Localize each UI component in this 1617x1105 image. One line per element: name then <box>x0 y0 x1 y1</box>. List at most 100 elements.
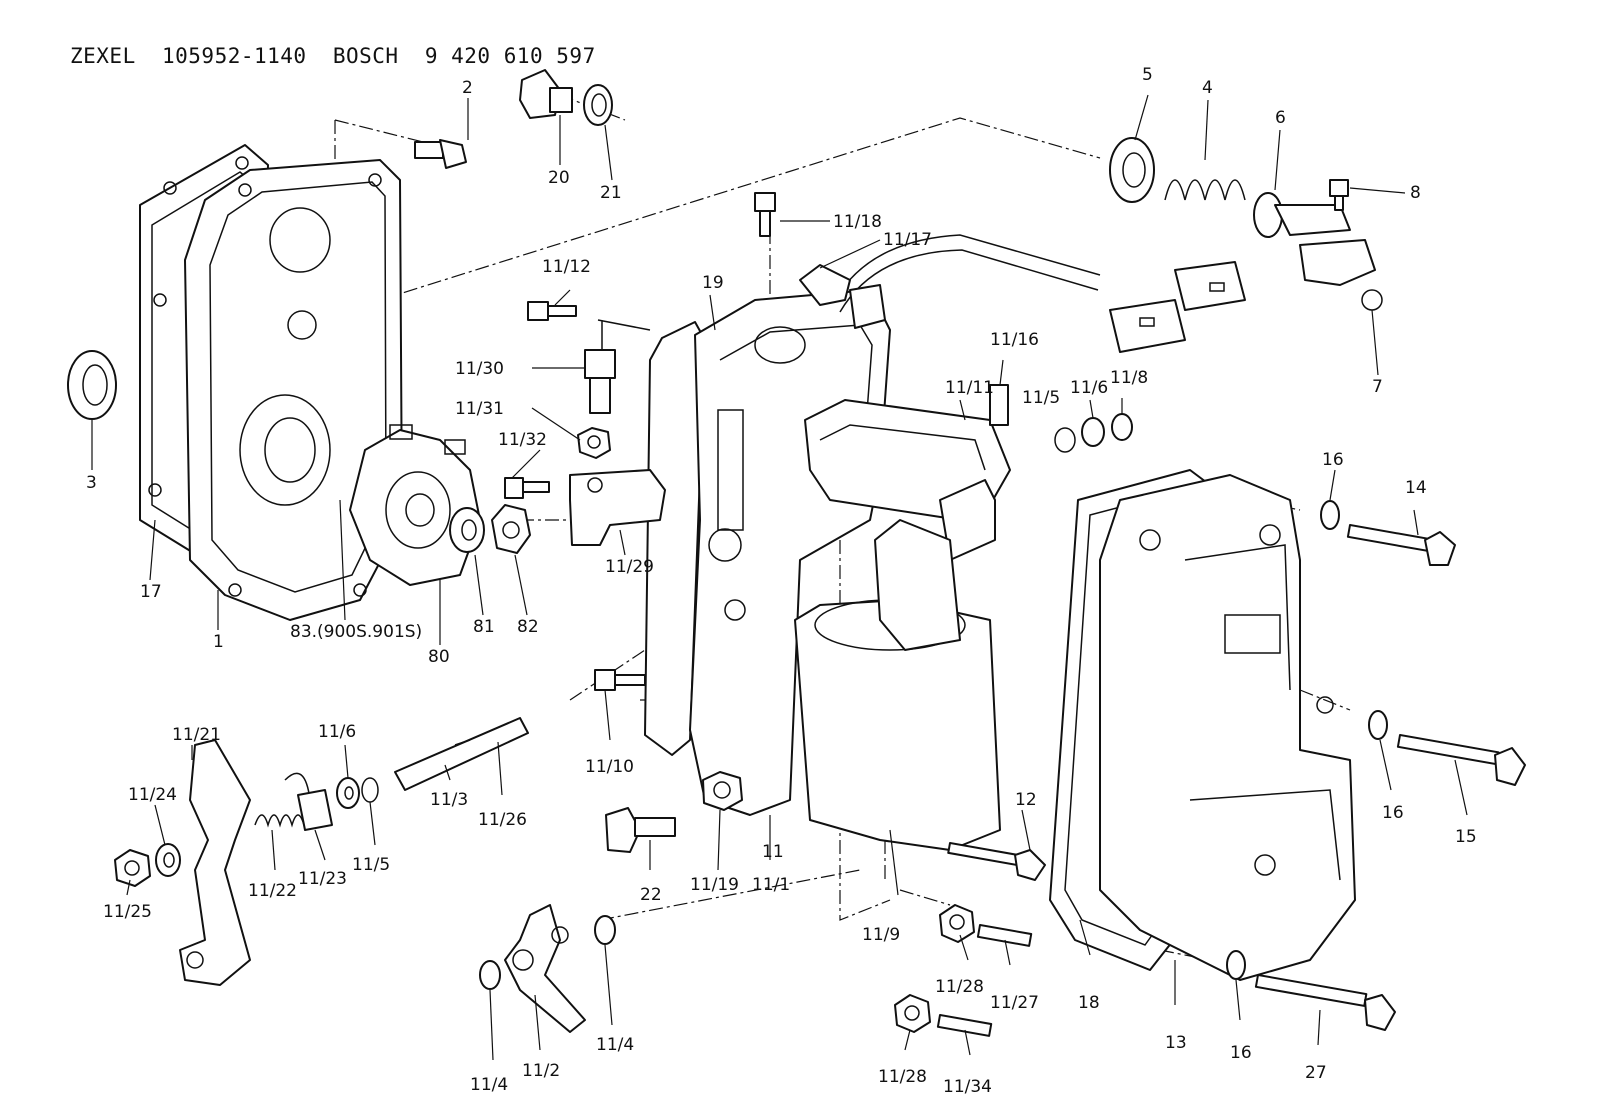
label-11-32: 11/32 <box>498 430 547 450</box>
part-4-spring <box>1164 179 1246 201</box>
part-11-24-washer <box>155 843 181 877</box>
part-27-bolt <box>1254 973 1396 1031</box>
label-11-11: 11/11 <box>945 378 994 398</box>
part-3-seal <box>67 350 117 420</box>
label-11-24: 11/24 <box>128 785 177 805</box>
part-11-32-screw <box>504 477 550 499</box>
part-11-5-oring-left <box>361 777 379 803</box>
label-18: 18 <box>1078 993 1100 1013</box>
part-19-gasket <box>644 321 706 756</box>
part-7-sensor <box>1299 239 1383 311</box>
label-11-23: 11/23 <box>298 869 347 889</box>
part-11-4-washer-left <box>479 960 501 990</box>
callout-labels: 2 20 21 5 4 6 8 7 3 17 1 83.(900S.901S) … <box>86 65 1477 1097</box>
label-11-6-left: 11/6 <box>318 722 356 742</box>
label-11-34: 11/34 <box>943 1077 992 1097</box>
label-11-30: 11/30 <box>455 359 504 379</box>
label-16-mid: 16 <box>1382 803 1404 823</box>
part-11-11-module <box>804 399 1011 561</box>
label-2: 2 <box>462 78 473 98</box>
label-11-21: 11/21 <box>172 725 221 745</box>
label-17: 17 <box>140 582 162 602</box>
label-3: 3 <box>86 473 97 493</box>
label-11-25: 11/25 <box>103 902 152 922</box>
label-11-27: 11/27 <box>990 993 1039 1013</box>
part-11-30-sensor <box>584 319 651 414</box>
part-2-bolt <box>414 139 467 169</box>
label-4: 4 <box>1202 78 1213 98</box>
part-22-bolt <box>605 807 676 853</box>
part-11-21-lever <box>179 739 251 986</box>
label-11-19: 11/19 <box>690 875 739 895</box>
connector-plug-b <box>1174 261 1246 311</box>
part-20-plug <box>519 69 573 119</box>
part-11-8-washer <box>1111 413 1133 441</box>
part-14-bolt <box>1346 524 1456 566</box>
label-8: 8 <box>1410 183 1421 203</box>
part-15-bolt <box>1396 734 1526 786</box>
label-11-8: 11/8 <box>1110 368 1148 388</box>
part-1-housing <box>184 159 403 621</box>
part-5-seal <box>1109 137 1155 203</box>
label-21: 21 <box>600 183 622 203</box>
label-16-top: 16 <box>1322 450 1344 470</box>
part-11-2-lever <box>504 904 586 1033</box>
label-12: 12 <box>1015 790 1037 810</box>
part-11-23-sleeve <box>297 789 333 831</box>
label-14: 14 <box>1405 478 1427 498</box>
label-11-2: 11/2 <box>522 1061 560 1081</box>
label-83: 83.(900S.901S) <box>290 622 422 642</box>
connector-plug-a <box>1109 299 1186 353</box>
leader-lines <box>91 94 1468 1061</box>
part-82-nut <box>491 504 531 554</box>
part-11-34-screw <box>936 1014 993 1037</box>
label-11-29: 11/29 <box>605 557 654 577</box>
part-11-12-screw <box>527 301 577 321</box>
label-11-28-upper: 11/28 <box>935 977 984 997</box>
label-13: 13 <box>1165 1033 1187 1053</box>
label-82: 82 <box>517 617 539 637</box>
part-11-4-washer-right <box>594 915 616 945</box>
label-11-10: 11/10 <box>585 757 634 777</box>
label-1: 1 <box>213 632 224 652</box>
label-20: 20 <box>548 168 570 188</box>
diagram-title: ZEXEL 105952-1140 BOSCH 9 420 610 597 <box>70 44 596 68</box>
label-11-17: 11/17 <box>883 230 932 250</box>
label-22: 22 <box>640 885 662 905</box>
label-5: 5 <box>1142 65 1153 85</box>
label-11-3: 11/3 <box>430 790 468 810</box>
label-7: 7 <box>1372 377 1383 397</box>
label-11-12: 11/12 <box>542 257 591 277</box>
label-11-28-lower: 11/28 <box>878 1067 927 1087</box>
part-13-cover <box>1099 474 1356 981</box>
label-81: 81 <box>473 617 495 637</box>
part-11-28-nut-upper <box>939 904 975 943</box>
part-11-27-screw <box>976 924 1033 947</box>
label-11-1: 11/1 <box>752 875 790 895</box>
label-11-16: 11/16 <box>990 330 1039 350</box>
part-11-10-screw <box>594 669 646 691</box>
label-11-4-left: 11/4 <box>470 1075 508 1095</box>
label-11-5-right: 11/5 <box>1022 388 1060 408</box>
label-11-31: 11/31 <box>455 399 504 419</box>
part-11-28-nut-lower <box>894 994 931 1033</box>
part-21-washer <box>583 84 613 126</box>
part-11-17-cable <box>799 234 1101 329</box>
label-19: 19 <box>702 273 724 293</box>
part-11-31-nut <box>577 427 611 459</box>
part-11-6-washer-left <box>336 777 360 809</box>
label-11-22: 11/22 <box>248 881 297 901</box>
label-16-bottom: 16 <box>1230 1043 1252 1063</box>
part-11-29-bracket <box>569 469 666 546</box>
part-8-screw <box>1329 179 1349 211</box>
part-16-washer-top <box>1320 500 1340 530</box>
label-27: 27 <box>1305 1063 1327 1083</box>
part-11-25-nut <box>114 849 151 887</box>
label-15: 15 <box>1455 827 1477 847</box>
part-11-6-washer-right <box>1081 417 1105 447</box>
label-11-5-left: 11/5 <box>352 855 390 875</box>
label-11-26: 11/26 <box>478 810 527 830</box>
part-11-3-shaft <box>394 717 529 791</box>
part-11-9-actuator <box>794 519 1001 851</box>
